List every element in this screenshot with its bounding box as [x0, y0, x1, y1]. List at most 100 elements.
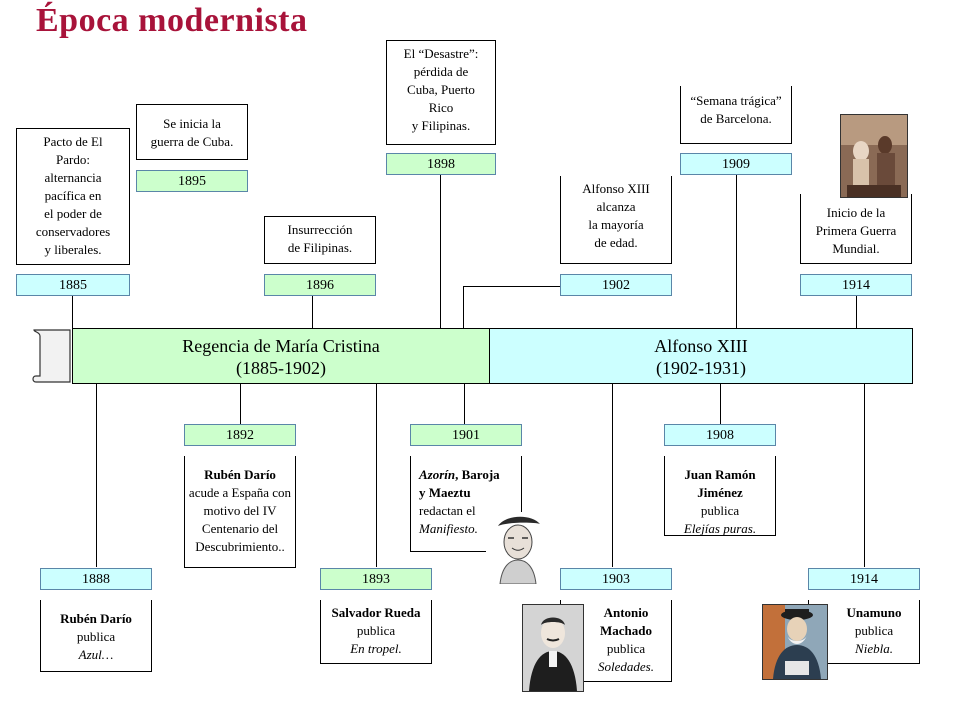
note-italic: Azul…: [78, 647, 114, 662]
note-line: Alfonso XIII: [582, 181, 650, 196]
note-line: alternancia: [44, 170, 102, 185]
note-line: El “Desastre”:: [403, 46, 479, 61]
connector-line: [440, 175, 441, 328]
note-line: pérdida de: [413, 64, 469, 79]
reign-alfonso-xiii: Alfonso XIII (1902-1931): [489, 328, 913, 384]
connector-line: [736, 175, 737, 328]
note-line: de Filipinas.: [287, 240, 353, 255]
note-italic: Elejías puras.: [683, 521, 757, 536]
connector-line: [720, 384, 721, 424]
note-line: y Filipinas.: [411, 118, 471, 133]
note-bold: Salvador Rueda: [331, 605, 421, 620]
note-line: Manifiesto.: [419, 520, 519, 538]
note-line: Insurrección: [287, 222, 353, 237]
note-bold: Rubén Darío: [60, 611, 132, 626]
year-label-1898: 1898: [386, 153, 496, 175]
connector-line: [464, 384, 465, 424]
year-label-1909: 1909: [680, 153, 792, 175]
year-label-1901: 1901: [410, 424, 522, 446]
war-photo-image: [840, 114, 908, 198]
note-line: y Maeztu: [419, 484, 519, 502]
connector-line: [96, 384, 97, 567]
connector-line: [612, 384, 613, 567]
year-label-1908: 1908: [664, 424, 776, 446]
note-line: conservadores: [35, 224, 111, 239]
connector-line: [376, 384, 377, 567]
connector-line: [856, 295, 857, 328]
note-bold: , Baroja: [455, 467, 500, 482]
note-line: Cuba, Puerto: [407, 82, 475, 97]
scroll-icon: [32, 329, 71, 383]
note-bold: Rubén Darío: [204, 467, 276, 482]
note-text: publica: [606, 641, 646, 656]
note-bold: Unamuno: [846, 605, 902, 620]
year-label-1895: 1895: [136, 170, 248, 192]
connector-line: [463, 286, 464, 328]
year-label-1885: 1885: [16, 274, 130, 296]
reign-name: Regencia de María Cristina: [182, 336, 380, 356]
event-note-1898: El “Desastre”: pérdida de Cuba, Puerto R…: [386, 40, 496, 145]
reign-maria-cristina: Regencia de María Cristina (1885-1902): [72, 328, 490, 384]
reign-name: Alfonso XIII: [654, 336, 748, 356]
note-text: publica: [356, 623, 396, 638]
connector-line: [312, 295, 313, 328]
note-line: la mayoría: [588, 217, 644, 232]
connector-line: [240, 384, 241, 424]
note-line: Pardo:: [56, 152, 90, 167]
event-note-1892: Rubén Darío acude a España con motivo de…: [184, 456, 296, 568]
note-line: Se inicia la: [163, 116, 221, 131]
event-note-1902: Alfonso XIII alcanza la mayoría de edad.: [560, 176, 672, 264]
note-line: Inicio de la: [826, 205, 886, 220]
note-line: alcanza: [596, 199, 636, 214]
note-italic: Manifiesto.: [419, 521, 478, 536]
note-line: pacífica en: [44, 188, 102, 203]
note-line: de edad.: [594, 235, 638, 250]
year-label-1914-top: 1914: [800, 274, 912, 296]
reign-years: (1885-1902): [236, 358, 326, 378]
reign-years: (1902-1931): [656, 358, 746, 378]
event-note-1908: Juan Ramón Jiménez publica Elejías puras…: [664, 456, 776, 536]
connector-line: [864, 384, 865, 567]
note-bold: Juan Ramón Jiménez: [684, 467, 756, 500]
note-italic: Soledades.: [598, 659, 654, 674]
note-line: Mundial.: [832, 241, 880, 256]
year-label-1896: 1896: [264, 274, 376, 296]
note-line: Rico: [428, 100, 454, 115]
unamuno-portrait-image: [762, 604, 828, 680]
note-italic: En tropel.: [350, 641, 402, 656]
event-note-1901: Azorín, Baroja y Maeztu redactan el Mani…: [410, 456, 522, 552]
event-note-1914-top: Inicio de la Primera Guerra Mundial.: [800, 194, 912, 264]
note-text: publica: [854, 623, 894, 638]
note-line: “Semana trágica”: [690, 93, 782, 108]
year-label-1902: 1902: [560, 274, 672, 296]
event-note-1909: “Semana trágica” de Barcelona.: [680, 86, 792, 144]
note-line: el poder de: [44, 206, 102, 221]
note-line: Azorín, Baroja: [419, 466, 519, 484]
note-bold: Antonio Machado: [600, 605, 652, 638]
note-italic: Niebla.: [855, 641, 893, 656]
note-line: Primera Guerra: [815, 223, 897, 238]
note-italic: Azorín: [419, 467, 456, 482]
page-title: Época modernista: [36, 2, 308, 39]
year-label-1893: 1893: [320, 568, 432, 590]
event-note-1895: Se inicia la guerra de Cuba.: [136, 104, 248, 160]
event-note-1893: Salvador Rueda publica En tropel.: [320, 600, 432, 664]
note-line: y liberales.: [44, 242, 102, 257]
year-label-1888: 1888: [40, 568, 152, 590]
azorin-portrait-image: [486, 512, 550, 584]
note-line: de Barcelona.: [700, 111, 772, 126]
connector-line: [72, 295, 73, 328]
note-line: Pacto de El: [43, 134, 103, 149]
year-label-1903: 1903: [560, 568, 672, 590]
note-line: guerra de Cuba.: [150, 134, 234, 149]
year-label-1914-bottom: 1914: [808, 568, 920, 590]
machado-portrait-image: [522, 604, 584, 692]
note-line: redactan el: [419, 503, 476, 518]
year-label-1892: 1892: [184, 424, 296, 446]
note-text: acude a España con motivo del IV Centena…: [188, 485, 292, 554]
note-bold: y Maeztu: [419, 485, 471, 500]
event-note-1896: Insurrección de Filipinas.: [264, 216, 376, 264]
event-note-1888: Rubén Darío publica Azul…: [40, 600, 152, 672]
event-note-1885: Pacto de El Pardo: alternancia pacífica …: [16, 128, 130, 265]
connector-line: [463, 286, 560, 287]
